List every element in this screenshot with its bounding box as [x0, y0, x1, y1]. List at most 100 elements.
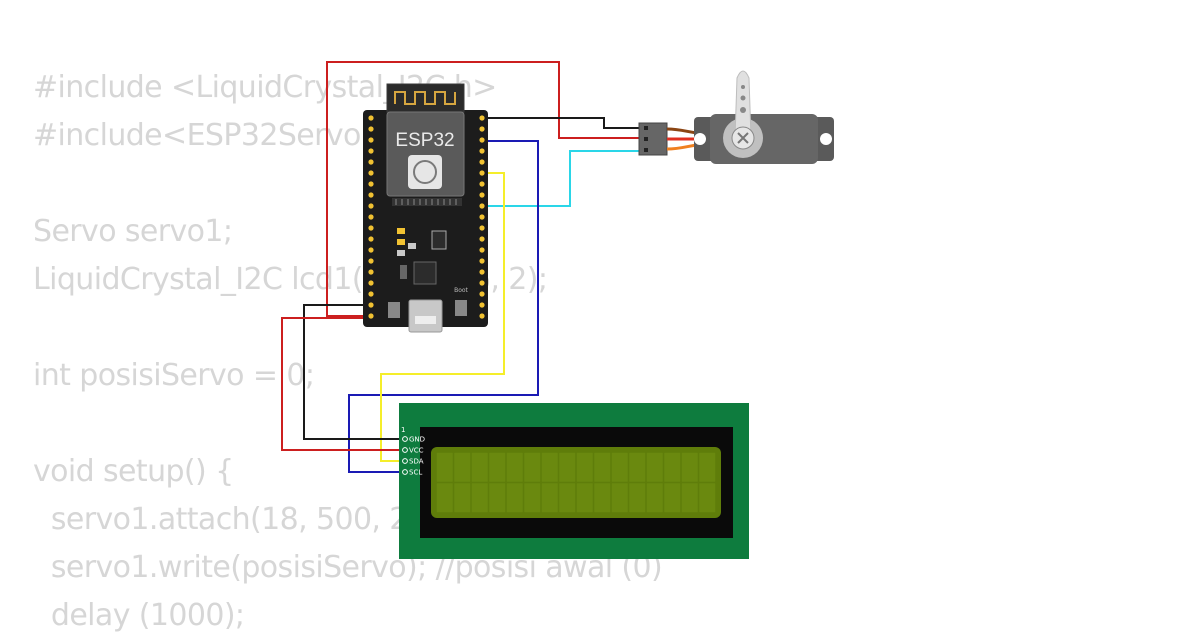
- lcd-pin1-marker: 1: [401, 426, 405, 434]
- lcd-character-grid: [436, 452, 716, 513]
- lcd-cell: [629, 452, 646, 482]
- servo-motor[interactable]: [638, 70, 834, 164]
- esp32-pin[interactable]: [479, 170, 485, 176]
- en-button[interactable]: [388, 302, 400, 318]
- esp32-pin[interactable]: [368, 247, 374, 253]
- esp32-pin[interactable]: [479, 203, 485, 209]
- lcd-cell: [436, 483, 453, 513]
- lcd-cell: [506, 452, 523, 482]
- esp32-pin[interactable]: [479, 269, 485, 275]
- esp32-pin[interactable]: [368, 313, 374, 319]
- wire-yellow-lcd-sda[interactable]: [380, 172, 505, 462]
- lcd-pin-label: VCC: [409, 447, 424, 455]
- esp32-pin[interactable]: [479, 313, 485, 319]
- esp32-module-label: ESP32: [395, 130, 454, 151]
- esp32-pin[interactable]: [479, 148, 485, 154]
- esp32-pin[interactable]: [368, 115, 374, 121]
- lcd-cell: [541, 483, 558, 513]
- esp32-pin[interactable]: [479, 291, 485, 297]
- wire-red-servo-vcc[interactable]: [326, 61, 640, 317]
- esp32-pin[interactable]: [479, 280, 485, 286]
- esp32-pin[interactable]: [479, 247, 485, 253]
- lcd-cell: [699, 483, 716, 513]
- boot-label: Boot: [454, 287, 468, 294]
- lcd-cell: [489, 483, 506, 513]
- esp32-pin[interactable]: [479, 137, 485, 143]
- lcd-cell: [646, 452, 663, 482]
- esp32-pin[interactable]: [368, 137, 374, 143]
- lcd-pin-sda[interactable]: [402, 458, 408, 464]
- lcd-cell: [646, 483, 663, 513]
- lcd-cell: [664, 483, 681, 513]
- esp32-pin[interactable]: [368, 225, 374, 231]
- lcd-cell: [594, 452, 611, 482]
- esp32-pin[interactable]: [479, 236, 485, 242]
- servo-horn[interactable]: [734, 70, 752, 139]
- esp32-pin[interactable]: [479, 214, 485, 220]
- esp32-pin[interactable]: [479, 302, 485, 308]
- lcd-cell: [576, 483, 593, 513]
- espressif-logo: [408, 155, 442, 189]
- lcd-pin-label: GND: [409, 436, 425, 444]
- esp32-pin[interactable]: [368, 291, 374, 297]
- wire-red-lcd-vcc[interactable]: [281, 317, 405, 451]
- esp32-pin[interactable]: [368, 302, 374, 308]
- module-pads: [392, 198, 462, 206]
- esp32-pin[interactable]: [368, 280, 374, 286]
- lcd-pin-gnd[interactable]: [402, 436, 408, 442]
- wire-blue-lcd-scl[interactable]: [348, 140, 539, 473]
- esp32-pin[interactable]: [479, 181, 485, 187]
- servo-connector[interactable]: [638, 122, 668, 156]
- lcd-pin-vcc[interactable]: [402, 447, 408, 453]
- esp32-pin[interactable]: [368, 269, 374, 275]
- esp32-board[interactable]: ESP32 Boot: [363, 83, 488, 333]
- lcd-cell: [454, 452, 471, 482]
- wire-cyan-servo-signal[interactable]: [482, 150, 640, 207]
- lcd-cell: [506, 483, 523, 513]
- esp32-pin[interactable]: [368, 126, 374, 132]
- esp32-pin[interactable]: [368, 214, 374, 220]
- lcd-cell: [489, 452, 506, 482]
- esp32-pin[interactable]: [479, 115, 485, 121]
- lcd-cell: [454, 483, 471, 513]
- esp32-pin[interactable]: [368, 258, 374, 264]
- esp32-pin[interactable]: [368, 148, 374, 154]
- esp32-pin[interactable]: [368, 181, 374, 187]
- esp32-pin[interactable]: [368, 170, 374, 176]
- esp32-pin[interactable]: [368, 203, 374, 209]
- code-line: delay (1000);: [33, 598, 245, 633]
- lcd-pin-scl[interactable]: [402, 469, 408, 475]
- boot-button[interactable]: [455, 300, 467, 316]
- lcd-cell: [559, 452, 576, 482]
- lcd-cell: [524, 483, 541, 513]
- code-line: #include<ESP32Servo.h>: [33, 118, 413, 153]
- esp32-pin[interactable]: [479, 225, 485, 231]
- code-line: int posisiServo = 0;: [33, 358, 315, 393]
- esp32-pin[interactable]: [479, 126, 485, 132]
- esp32-pin[interactable]: [368, 159, 374, 165]
- esp32-pins-left: [368, 115, 374, 319]
- wire-black-servo-gnd[interactable]: [482, 117, 640, 129]
- esp32-pin[interactable]: [368, 192, 374, 198]
- lcd-cell: [471, 483, 488, 513]
- esp32-pins-right: [479, 115, 485, 319]
- lcd-cell: [559, 483, 576, 513]
- lcd-cell: [699, 452, 716, 482]
- esp32-pin[interactable]: [479, 258, 485, 264]
- esp32-pin[interactable]: [479, 159, 485, 165]
- lcd-cell: [664, 452, 681, 482]
- lcd-cell: [524, 452, 541, 482]
- lcd-cell: [611, 483, 628, 513]
- code-line: void setup() {: [33, 454, 234, 489]
- lcd-cell: [681, 483, 698, 513]
- esp32-pin[interactable]: [479, 192, 485, 198]
- lcd-cell: [611, 452, 628, 482]
- esp32-pin[interactable]: [368, 236, 374, 242]
- code-line: Servo servo1;: [33, 214, 233, 249]
- lcd-cell: [436, 452, 453, 482]
- wires: [281, 61, 640, 473]
- wire-black-lcd-gnd[interactable]: [303, 304, 405, 440]
- code-line: servo1.write(posisiServo); //posisi awal…: [33, 550, 663, 585]
